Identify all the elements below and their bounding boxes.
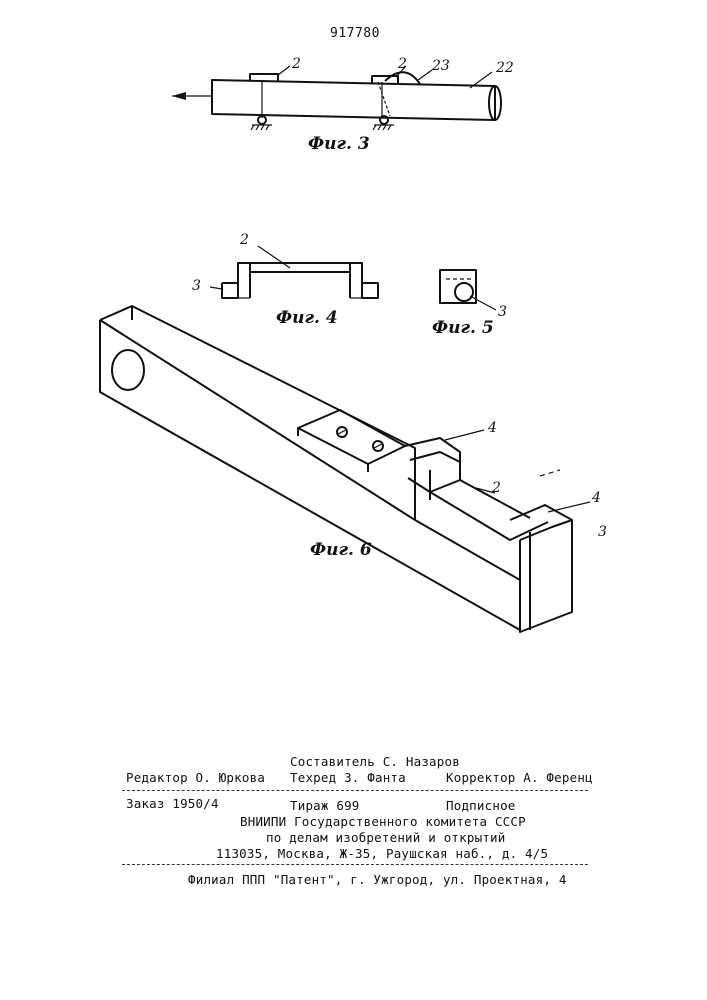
fig6-callout-4b: 4 bbox=[592, 490, 601, 506]
address-line: 113035, Москва, Ж-35, Раушская наб., д. … bbox=[216, 846, 548, 861]
figure-3-drawing bbox=[172, 66, 501, 130]
fig6-callout-2: 2 bbox=[492, 480, 501, 496]
circulation-line: Тираж 699 bbox=[290, 798, 360, 813]
org-line-1: ВНИИПИ Государственного комитета СССР bbox=[240, 814, 526, 829]
fig6-callout-3: 3 bbox=[598, 524, 607, 540]
tech-editor-line: Техред З. Фанта bbox=[290, 770, 406, 785]
org-line-2: по делам изобретений и открытий bbox=[266, 830, 506, 845]
fig6-callout-4a: 4 bbox=[488, 420, 497, 436]
branch-line: Филиал ППП "Патент", г. Ужгород, ул. Про… bbox=[188, 872, 567, 887]
compiler-line: Составитель С. Назаров bbox=[290, 754, 460, 769]
figure-4-label: Фиг. 4 bbox=[276, 308, 338, 328]
fig4-callout-2: 2 bbox=[240, 232, 249, 248]
figure-6-drawing bbox=[100, 306, 590, 632]
fig3-callout-2a: 2 bbox=[292, 56, 301, 72]
divider-1 bbox=[122, 790, 588, 791]
figure-6-label: Фиг. 6 bbox=[310, 540, 372, 560]
fig3-callout-23: 23 bbox=[432, 58, 450, 74]
divider-2 bbox=[122, 864, 588, 865]
editor-line: Редактор О. Юркова bbox=[126, 770, 265, 785]
subscription-line: Подписное bbox=[446, 798, 516, 813]
figure-3-label: Фиг. 3 bbox=[308, 134, 370, 154]
fig5-callout-3: 3 bbox=[498, 304, 507, 320]
fig3-callout-2b: 2 bbox=[398, 56, 407, 72]
fig4-callout-3: 3 bbox=[192, 278, 201, 294]
order-line: Заказ 1950/4 bbox=[126, 796, 219, 811]
figure-5-label: Фиг. 5 bbox=[432, 318, 494, 338]
figure-5-drawing bbox=[440, 270, 496, 310]
figure-4-drawing bbox=[210, 246, 378, 298]
fig3-callout-22: 22 bbox=[496, 60, 514, 76]
corrector-line: Корректор А. Ференц bbox=[446, 770, 593, 785]
